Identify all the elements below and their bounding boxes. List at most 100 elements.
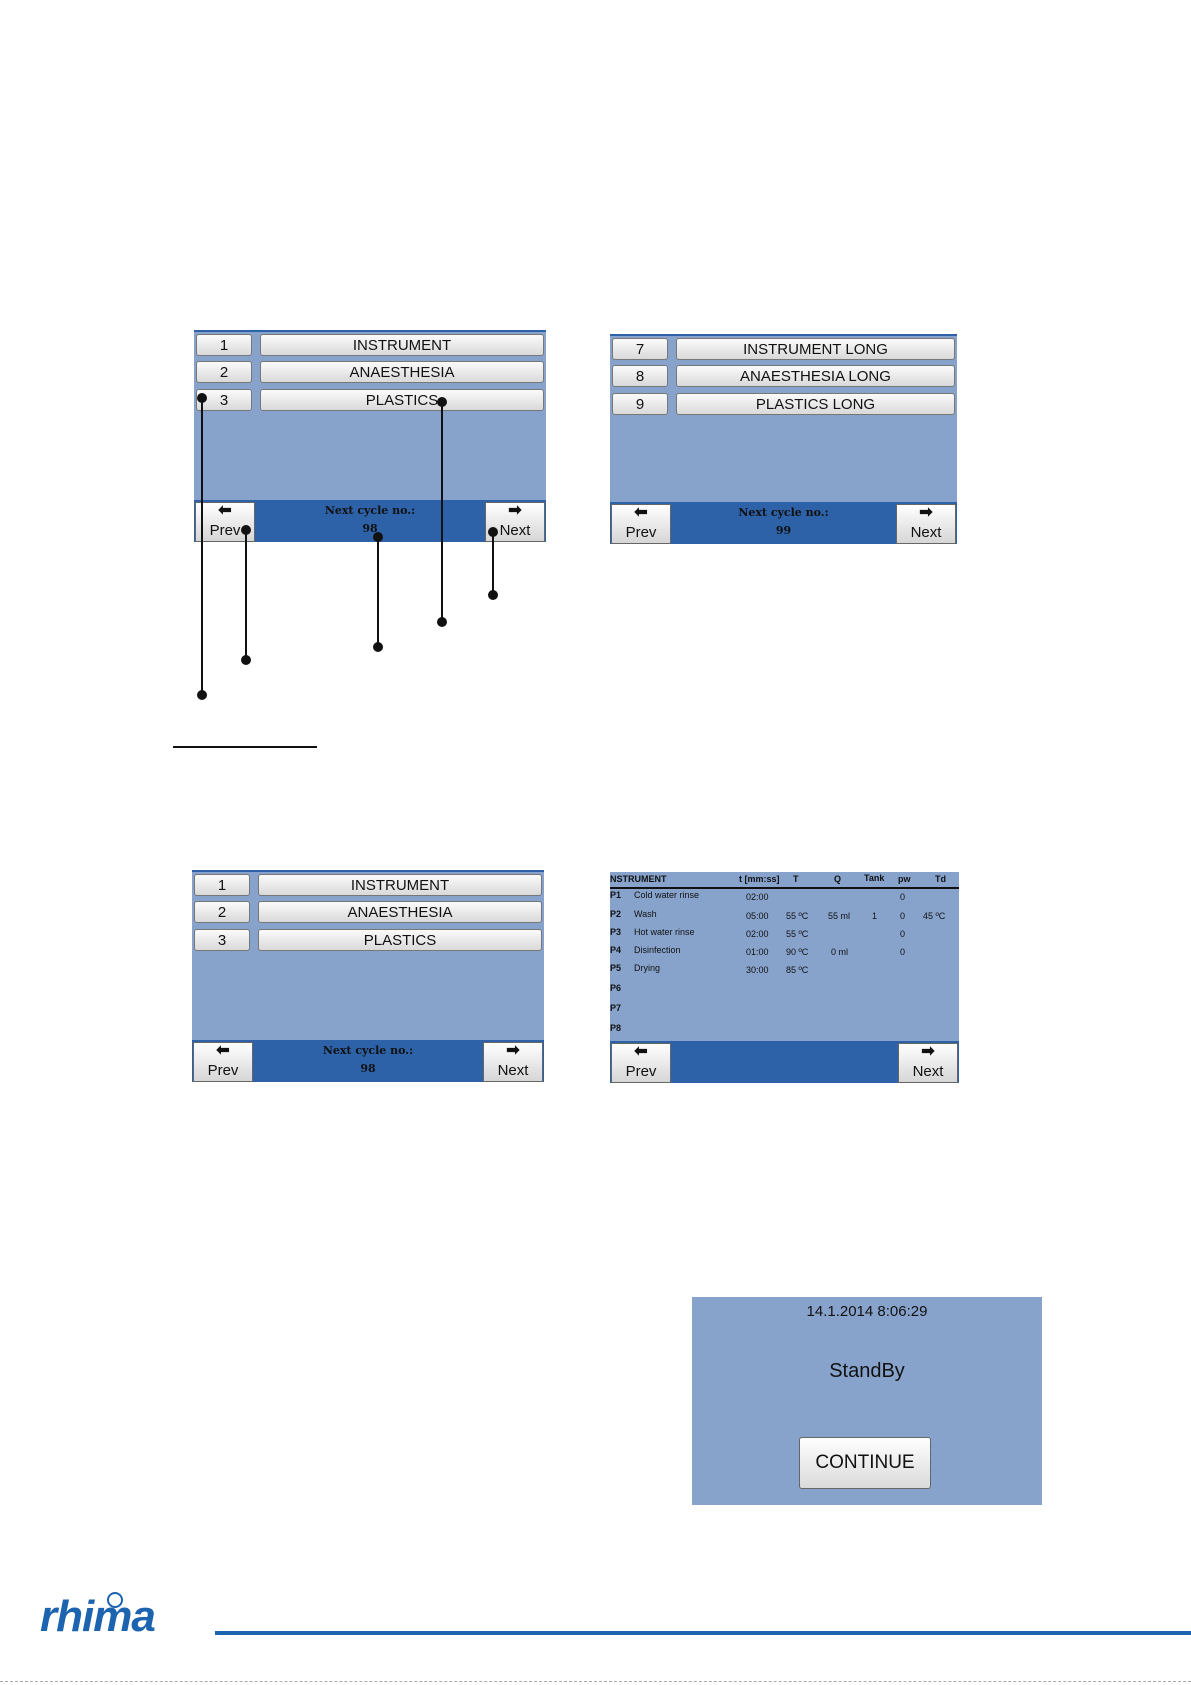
next-cycle-title: Next cycle no.: bbox=[324, 504, 416, 517]
program-name-button[interactable]: ANAESTHESIA bbox=[260, 361, 544, 383]
program-number-button[interactable]: 2 bbox=[196, 361, 252, 383]
next-label: Next bbox=[497, 1062, 529, 1079]
program-number-button[interactable]: 9 bbox=[612, 393, 668, 415]
next-button[interactable]: ➡ Next bbox=[896, 504, 956, 544]
phase-name: Hot water rinse bbox=[634, 927, 695, 937]
phase-temperature: 55 ºC bbox=[786, 929, 809, 939]
next-cycle-number: 98 bbox=[362, 522, 378, 535]
arrow-left-icon: ⬅ bbox=[216, 1042, 230, 1059]
bottom-bar: ⬅ Prev ➡ Next bbox=[610, 1041, 959, 1083]
program-number-button[interactable]: 3 bbox=[196, 389, 252, 411]
phase-temperature: 55 ºC bbox=[786, 911, 809, 921]
logo-ring-icon bbox=[107, 1592, 123, 1608]
program-row: 7 INSTRUMENT LONG bbox=[610, 338, 957, 362]
phase-id: P7 bbox=[610, 1003, 622, 1013]
header-temperature: T bbox=[793, 874, 799, 884]
prev-button[interactable]: ⬅ Prev bbox=[611, 504, 671, 544]
arrow-left-icon: ⬅ bbox=[634, 1043, 648, 1060]
program-row: 3 PLASTICS bbox=[194, 389, 546, 413]
phase-id: P3 bbox=[610, 927, 622, 937]
phase-time: 02:00 bbox=[746, 929, 769, 939]
program-number-button[interactable]: 1 bbox=[194, 874, 250, 896]
standby-screen: 14.1.2014 8:06:29 StandBy CONTINUE bbox=[692, 1297, 1042, 1505]
program-number-button[interactable]: 2 bbox=[194, 901, 250, 923]
next-cycle-title: Next cycle no.: bbox=[322, 1044, 414, 1057]
phase-tank: 1 bbox=[872, 911, 878, 921]
arrow-right-icon: ➡ bbox=[506, 1042, 520, 1059]
next-label: Next bbox=[912, 1063, 944, 1080]
program-name-button[interactable]: PLASTICS bbox=[260, 389, 544, 411]
next-label: Next bbox=[910, 524, 942, 541]
program-title: NSTRUMENT bbox=[610, 874, 667, 884]
phase-name: Wash bbox=[634, 909, 657, 919]
program-row: 2 ANAESTHESIA bbox=[194, 361, 546, 385]
phase-time: 02:00 bbox=[746, 892, 769, 902]
phase-temperature: 90 ºC bbox=[786, 947, 809, 957]
prev-label: Prev bbox=[625, 1063, 657, 1080]
program-list-screen-1: 1 INSTRUMENT 2 ANAESTHESIA 3 PLASTICS ⬅ … bbox=[194, 330, 546, 542]
phase-id: P6 bbox=[610, 983, 622, 993]
program-name-button[interactable]: ANAESTHESIA bbox=[258, 901, 542, 923]
phase-quantity: 0 ml bbox=[831, 947, 849, 957]
header-pw: pw bbox=[898, 874, 911, 884]
program-number-button[interactable]: 7 bbox=[612, 338, 668, 360]
phase-quantity: 55 ml bbox=[828, 911, 851, 921]
footer-rule bbox=[215, 1631, 1191, 1635]
program-list-screen-3: 1 INSTRUMENT 2 ANAESTHESIA 3 PLASTICS ⬅ … bbox=[192, 870, 544, 1082]
phase-time: 05:00 bbox=[746, 911, 769, 921]
phase-td: 45 ºC bbox=[923, 911, 946, 921]
phase-pw: 0 bbox=[900, 947, 906, 957]
logo-text: rhima bbox=[40, 1592, 156, 1641]
rhima-logo: rhima bbox=[40, 1592, 200, 1642]
prev-button[interactable]: ⬅ Prev bbox=[611, 1043, 671, 1083]
program-name-button[interactable]: INSTRUMENT bbox=[258, 874, 542, 896]
next-button[interactable]: ➡ Next bbox=[898, 1043, 958, 1083]
prev-label: Prev bbox=[625, 524, 657, 541]
program-row: 9 PLASTICS LONG bbox=[610, 393, 957, 417]
bottom-bar: ⬅ Prev Next cycle no.: 98 ➡ Next bbox=[194, 500, 546, 542]
program-number-button[interactable]: 8 bbox=[612, 365, 668, 387]
program-list-screen-2: 7 INSTRUMENT LONG 8 ANAESTHESIA LONG 9 P… bbox=[610, 334, 957, 544]
program-name-button[interactable]: INSTRUMENT bbox=[260, 334, 544, 356]
bottom-bar: ⬅ Prev Next cycle no.: 99 ➡ Next bbox=[610, 502, 957, 544]
header-time: t [mm:ss] bbox=[739, 874, 780, 884]
phase-pw: 0 bbox=[900, 929, 906, 939]
next-button[interactable]: ➡ Next bbox=[483, 1042, 543, 1082]
program-name-button[interactable]: PLASTICS LONG bbox=[676, 393, 955, 415]
program-detail-screen: NSTRUMENT t [mm:ss] T Q Tank pw Td P1 Co… bbox=[610, 872, 959, 1083]
datetime-display: 14.1.2014 8:06:29 bbox=[806, 1303, 928, 1320]
header-rule bbox=[610, 887, 959, 889]
phase-id: P4 bbox=[610, 945, 622, 955]
phase-id: P2 bbox=[610, 909, 622, 919]
standby-status: StandBy bbox=[829, 1360, 905, 1382]
arrow-left-icon: ⬅ bbox=[634, 504, 648, 521]
program-name-button[interactable]: ANAESTHESIA LONG bbox=[676, 365, 955, 387]
arrow-right-icon: ➡ bbox=[921, 1043, 935, 1060]
next-cycle-number: 98 bbox=[360, 1062, 376, 1075]
program-row: 3 PLASTICS bbox=[192, 929, 544, 953]
program-number-button[interactable]: 1 bbox=[196, 334, 252, 356]
program-number-button[interactable]: 3 bbox=[194, 929, 250, 951]
continue-button[interactable]: CONTINUE bbox=[799, 1437, 931, 1489]
phase-id: P8 bbox=[610, 1023, 622, 1033]
next-button[interactable]: ➡ Next bbox=[485, 502, 545, 542]
header-quantity: Q bbox=[834, 874, 842, 884]
program-row: 1 INSTRUMENT bbox=[192, 874, 544, 898]
phase-time: 01:00 bbox=[746, 947, 769, 957]
arrow-right-icon: ➡ bbox=[919, 504, 933, 521]
program-row: 2 ANAESTHESIA bbox=[192, 901, 544, 925]
phase-name: Cold water rinse bbox=[634, 890, 700, 900]
prev-button[interactable]: ⬅ Prev bbox=[193, 1042, 253, 1082]
program-row: 1 INSTRUMENT bbox=[194, 334, 546, 358]
phase-name: Drying bbox=[634, 963, 661, 973]
phase-pw: 0 bbox=[900, 911, 906, 921]
program-name-button[interactable]: INSTRUMENT LONG bbox=[676, 338, 955, 360]
prev-label: Prev bbox=[209, 522, 241, 539]
prev-button[interactable]: ⬅ Prev bbox=[195, 502, 255, 542]
page-edge-divider bbox=[0, 1681, 1191, 1682]
phase-id: P1 bbox=[610, 890, 622, 900]
phase-name: Disinfection bbox=[634, 945, 681, 955]
program-row: 8 ANAESTHESIA LONG bbox=[610, 365, 957, 389]
prev-label: Prev bbox=[207, 1062, 239, 1079]
program-name-button[interactable]: PLASTICS bbox=[258, 929, 542, 951]
